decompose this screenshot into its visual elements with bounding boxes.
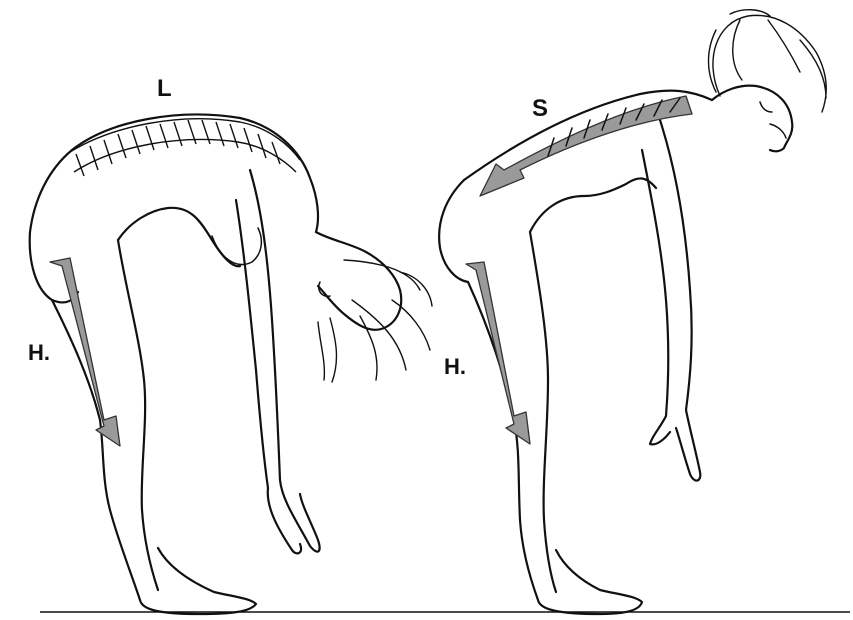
left-figure-chest <box>212 228 261 264</box>
left-figure-arm-outer <box>250 170 320 552</box>
left-figure <box>30 115 432 614</box>
label-left-back: L <box>157 75 172 102</box>
left-figure-head <box>316 232 401 330</box>
label-right-back: S <box>532 95 548 122</box>
right-figure-hair <box>709 10 827 112</box>
right-figure-face <box>760 102 786 138</box>
left-figure-rear-leg <box>52 300 256 614</box>
right-figure-buttock <box>439 180 468 282</box>
right-figure-belly <box>530 178 656 232</box>
left-hamstring-arrow <box>50 258 120 446</box>
right-figure <box>439 10 826 614</box>
right-figure-arm-inner <box>642 150 670 444</box>
label-left-hamstring: H. <box>28 340 50 365</box>
left-figure-hair <box>318 260 432 382</box>
left-figure-belly <box>118 208 240 266</box>
right-figure-head <box>712 86 792 152</box>
label-right-hamstring: H. <box>444 354 466 379</box>
left-figure-arm-inner <box>236 200 301 553</box>
right-hamstring-arrow <box>466 262 530 444</box>
right-figure-front-leg <box>530 232 556 592</box>
left-figure-front-leg <box>118 240 158 590</box>
left-figure-back-outline <box>72 115 318 232</box>
